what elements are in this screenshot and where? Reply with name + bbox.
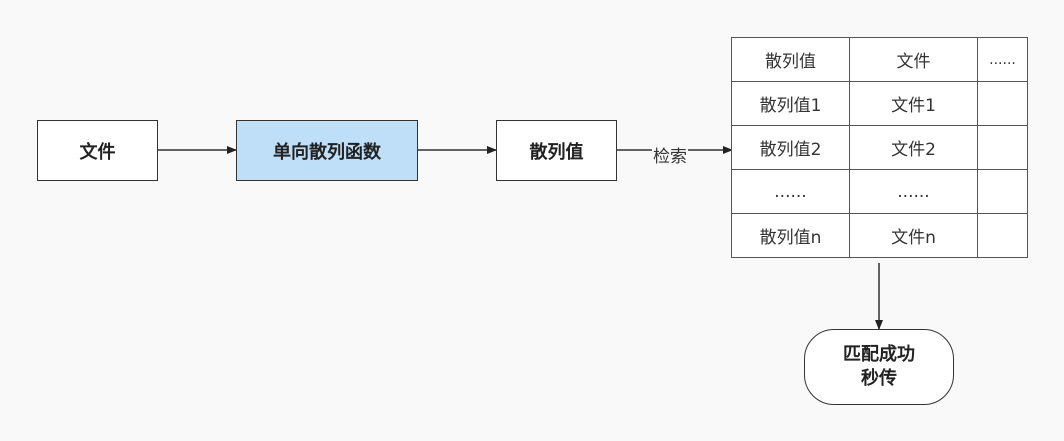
table-cell: 散列值n <box>731 213 850 258</box>
hash-function-label: 单向散列函数 <box>273 141 381 163</box>
hash-value-label: 散列值 <box>529 141 584 163</box>
table-cell: 散列值1 <box>731 81 850 126</box>
hash-value-node: 散列值 <box>496 120 617 181</box>
table-row: 散列值2 文件2 <box>731 125 1028 170</box>
table-cell: 文件 <box>849 37 978 82</box>
table-row: ...... ...... <box>731 169 1028 214</box>
hash-table: 散列值 文件 ...... 散列值1 文件1 散列值2 文件2 ...... .… <box>731 37 1028 258</box>
table-cell: 文件n <box>849 213 978 258</box>
hash-function-node: 单向散列函数 <box>236 120 418 181</box>
table-cell: ...... <box>849 169 978 214</box>
match-success-node: 匹配成功 秒传 <box>804 329 954 405</box>
table-cell: ...... <box>977 37 1028 82</box>
table-cell <box>977 169 1028 214</box>
match-label-line2: 秒传 <box>861 368 897 389</box>
table-cell <box>977 81 1028 126</box>
table-row: 散列值1 文件1 <box>731 81 1028 126</box>
table-row: 散列值 文件 ...... <box>731 37 1028 82</box>
table-cell <box>977 125 1028 170</box>
table-cell: 散列值2 <box>731 125 850 170</box>
file-node-label: 文件 <box>79 141 116 163</box>
table-cell <box>977 213 1028 258</box>
file-node: 文件 <box>37 120 158 181</box>
table-row: 散列值n 文件n <box>731 213 1028 258</box>
table-cell: 文件1 <box>849 81 978 126</box>
match-label-line1: 匹配成功 <box>843 344 915 365</box>
table-cell: 散列值 <box>731 37 850 82</box>
search-edge-label: 检索 <box>652 142 688 167</box>
table-cell: ...... <box>731 169 850 214</box>
table-cell: 文件2 <box>849 125 978 170</box>
